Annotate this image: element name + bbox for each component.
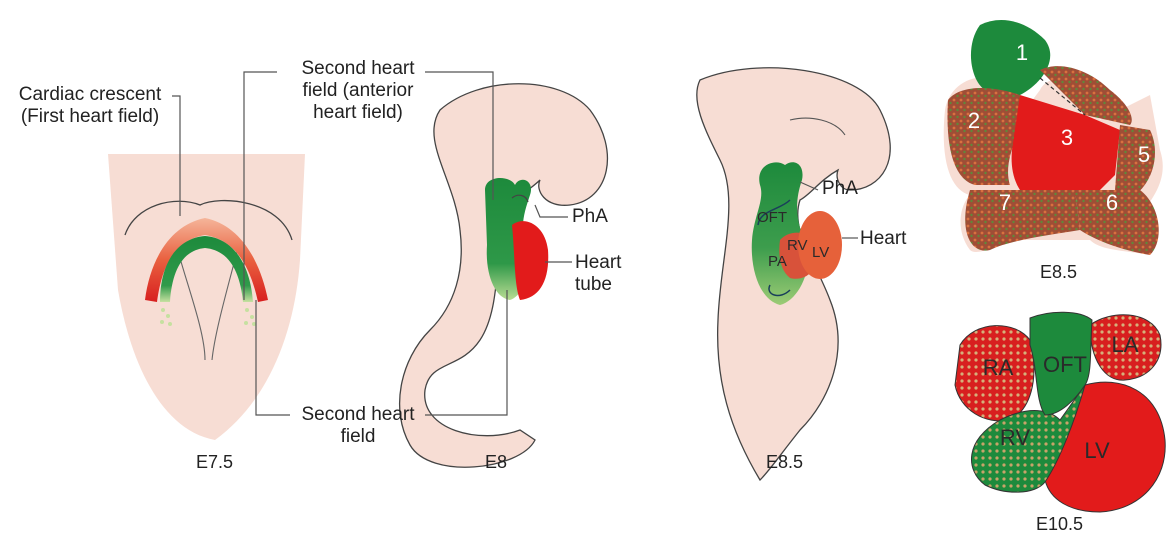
e105-region-map: RA OFT LA RV LV: [955, 312, 1165, 512]
label-heart-e85: Heart: [860, 228, 906, 250]
e105-label-oft: OFT: [1043, 352, 1087, 377]
label-pha-e85: PhA: [822, 178, 858, 200]
e75-embryo-body: [108, 154, 305, 440]
e85-label-pa: PA: [768, 253, 787, 270]
label-pha-e8: PhA: [572, 206, 608, 228]
leader-pha-e8: [535, 205, 568, 217]
label-shf-bottom-line2: field: [288, 426, 428, 448]
e85-embryo: [697, 68, 890, 480]
label-shf-anterior-line3: heart field): [288, 102, 428, 124]
stage-label-e85: E8.5: [766, 452, 803, 473]
label-shf-bottom: Second heart field: [288, 404, 428, 448]
e85-label-oft: OFT: [757, 209, 787, 226]
e85-map-label-6: 6: [1106, 190, 1118, 215]
label-shf-anterior-line2: field (anterior: [288, 80, 428, 102]
e105-label-ra: RA: [983, 355, 1014, 380]
e105-label-la: LA: [1112, 332, 1139, 357]
e85-map-region-1: [971, 20, 1050, 97]
stage-label-e105: E10.5: [1036, 514, 1083, 535]
label-heart-tube-line1: Heart: [575, 252, 621, 274]
stage-label-e85-map: E8.5: [1040, 262, 1077, 283]
e85-map-label-2: 2: [968, 108, 980, 133]
e85-map-label-5: 5: [1138, 142, 1150, 167]
e105-label-rv: RV: [1000, 425, 1030, 450]
label-cardiac-crescent-line2: (First heart field): [8, 106, 172, 128]
e85-label-rv: RV: [787, 237, 808, 254]
stage-label-e8: E8: [485, 452, 507, 473]
e85-map-label-3: 3: [1061, 125, 1073, 150]
label-heart-tube-line2: tube: [575, 274, 621, 296]
label-shf-anterior: Second heart field (anterior heart field…: [288, 58, 428, 124]
label-cardiac-crescent-line1: Cardiac crescent: [8, 84, 172, 106]
e85-map-label-4: 4: [1099, 65, 1111, 90]
e85-region-map: 1 2 3 4 5 6 7: [944, 20, 1163, 255]
e105-label-lv: LV: [1084, 438, 1110, 463]
label-shf-anterior-line1: Second heart: [288, 58, 428, 80]
label-cardiac-crescent: Cardiac crescent (First heart field): [8, 84, 172, 128]
e8-heart-tube: [512, 221, 548, 300]
label-shf-bottom-line1: Second heart: [288, 404, 428, 426]
e75-embryo: [108, 154, 305, 440]
e85-map-label-1: 1: [1016, 40, 1028, 65]
e85-map-region-7: [965, 190, 1080, 251]
e85-map-label-7: 7: [999, 190, 1011, 215]
e85-label-lv: LV: [812, 244, 829, 261]
label-heart-tube: Heart tube: [575, 252, 621, 296]
stage-label-e75: E7.5: [196, 452, 233, 473]
